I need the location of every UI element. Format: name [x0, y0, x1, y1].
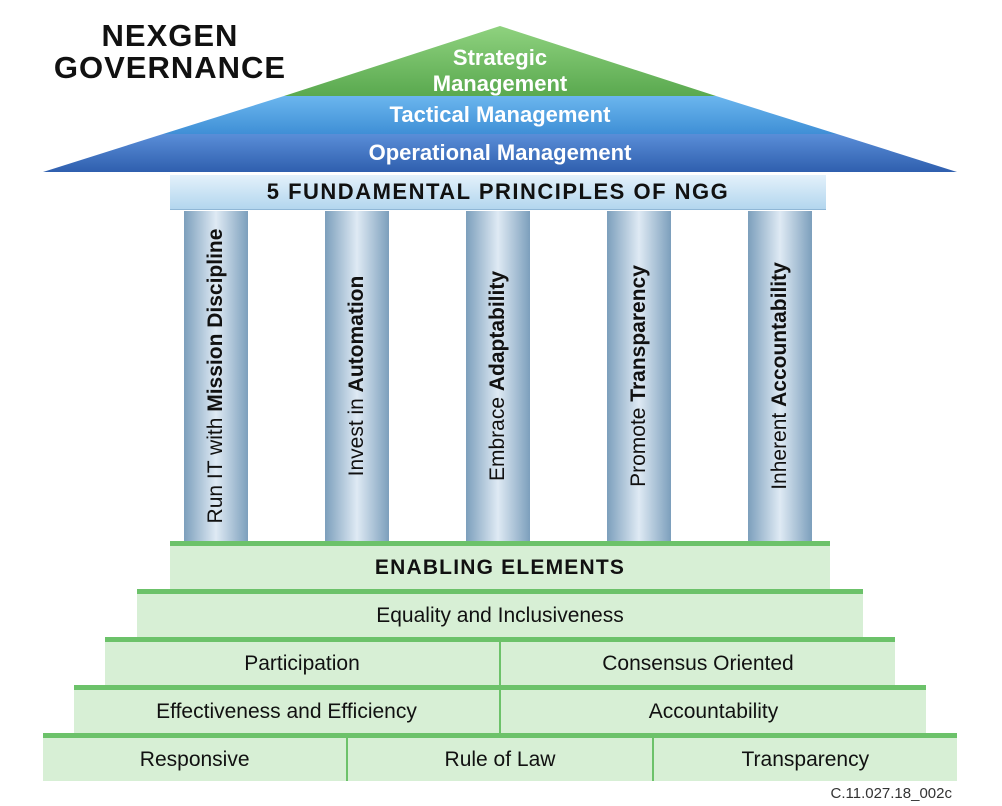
roof-strategic — [284, 26, 716, 96]
strategic-label-1: Strategic — [452, 45, 548, 70]
step-row-2: Participation Consensus Oriented — [105, 637, 895, 685]
step-row-1: Equality and Inclusiveness — [137, 589, 863, 637]
step-enabling-elements: ENABLING ELEMENTS — [170, 541, 830, 589]
pillar-2-label: Invest in Automation — [345, 275, 368, 477]
pillar-1: Run IT with Mission Discipline — [184, 211, 248, 541]
title-line-1: NEXGEN — [101, 18, 239, 53]
step-row-3: Effectiveness and Efficiency Accountabil… — [74, 685, 926, 733]
figure-code: C.11.027.18_002c — [830, 785, 953, 802]
step-cell-rule-of-law: Rule of Law — [346, 738, 651, 781]
step-cell-transparency: Transparency — [651, 738, 957, 781]
step-cell-accountability: Accountability — [499, 690, 926, 733]
step-cell-consensus: Consensus Oriented — [499, 642, 895, 685]
pillar-3: Embrace Adaptability — [466, 211, 530, 541]
step-cell-effectiveness: Effectiveness and Efficiency — [156, 699, 417, 723]
pillar-5-label: Inherent Accountability — [768, 262, 791, 490]
principles-frieze: 5 FUNDAMENTAL PRINCIPLES OF NGG — [170, 175, 826, 210]
step-cell-equality: Equality and Inclusiveness — [376, 603, 624, 627]
strategic-label-2: Management — [432, 71, 568, 96]
step-cell-responsive: Responsive — [139, 747, 250, 771]
roof-operational — [43, 134, 957, 172]
pillar-5: Inherent Accountability — [748, 211, 812, 541]
step-cell-participation: Participation — [244, 651, 360, 675]
roof-tactical — [163, 96, 837, 134]
enabling-elements-label: ENABLING ELEMENTS — [374, 555, 626, 579]
tactical-label: Tactical Management — [389, 102, 611, 127]
pillar-3-label: Embrace Adaptability — [486, 270, 509, 482]
pillar-4: Promote Transparency — [607, 211, 671, 541]
title-line-2: GOVERNANCE — [53, 50, 287, 85]
pillar-2: Invest in Automation — [325, 211, 389, 541]
operational-label: Operational Management — [368, 140, 632, 165]
step-row-4: Responsive Rule of Law Transparency — [43, 733, 957, 781]
pillar-1-label: Run IT with Mission Discipline — [204, 228, 227, 524]
pillar-4-label: Promote Transparency — [627, 265, 650, 487]
